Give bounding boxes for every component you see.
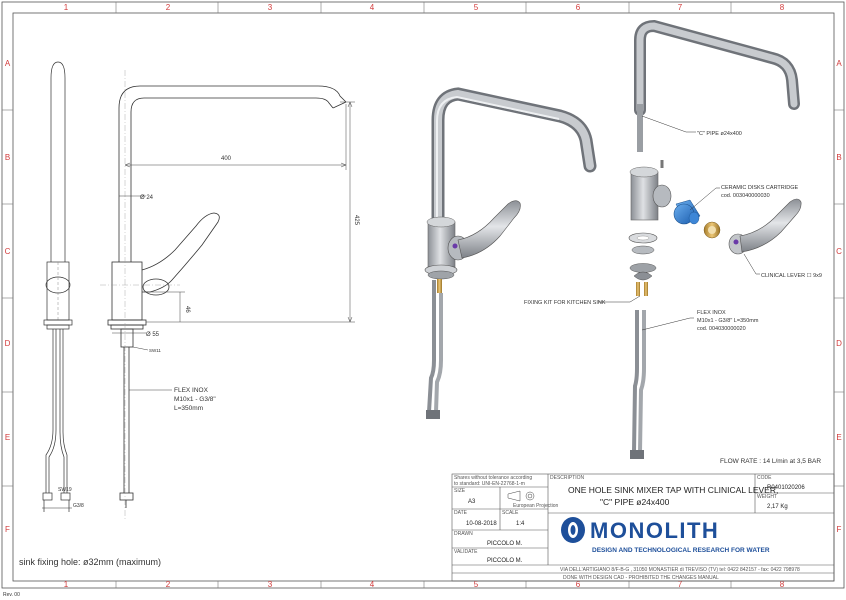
exploded-3d-view — [628, 19, 802, 459]
projection-symbol — [507, 490, 535, 502]
center-lines — [100, 70, 180, 520]
tb-description-2: "C" PIPE ø24x400 — [600, 497, 670, 507]
row-label-A: A — [5, 59, 11, 68]
tb-drawn-value: PICCOLO M. — [487, 541, 523, 547]
row-label-right-F: F — [837, 525, 842, 534]
row-label-right-E: E — [836, 433, 841, 442]
row-label-right-C: C — [836, 247, 842, 256]
col-label-8: 8 — [780, 3, 785, 12]
row-label-right-A: A — [836, 59, 842, 68]
row-label-E: E — [5, 433, 10, 442]
tb-validate-label: VALIDATE — [454, 549, 478, 555]
tb-weight-label: WEIGHT — [757, 494, 777, 500]
svg-text:L=350mm: L=350mm — [174, 405, 203, 412]
col-label-bottom-2: 2 — [166, 580, 171, 589]
col-label-6: 6 — [576, 3, 581, 12]
label-cartridge-code: cod. 003040000030 — [721, 193, 770, 199]
col-label-bottom-1: 1 — [64, 580, 69, 589]
title-block-text: Shares without tolerance according to st… — [454, 475, 805, 564]
tb-validate-value: PICCOLO M. — [487, 558, 523, 564]
tb-code-label: CODE — [757, 475, 772, 481]
label-c-pipe: "C" PIPE ø24x400 — [697, 131, 742, 137]
dim-sw11: SW11 — [149, 348, 161, 353]
row-label-B: B — [5, 153, 10, 162]
label-fixing-kit: FIXING KIT FOR KITCHEN SINK — [524, 300, 606, 306]
title-block — [451, 473, 835, 582]
col-label-2: 2 — [166, 3, 171, 12]
tb-weight-value: 2,17 Kg — [767, 504, 788, 510]
dim-lever-height: 46 — [184, 306, 190, 313]
tb-size-value: A3 — [468, 499, 476, 505]
col-label-bottom-8: 8 — [780, 580, 785, 589]
tb-description-label: DESCRIPTION — [550, 475, 585, 481]
tb-tolerance-1: Shares without tolerance according — [454, 475, 532, 481]
label-clinical-lever: CLINICAL LEVER ☐ 9x9 — [761, 272, 822, 279]
tb-address: VIA DELL'ARTIGIANO 8/F-B-G , 31050 MONAS… — [560, 567, 800, 573]
side-view — [42, 61, 73, 512]
tb-footer: DONE WITH DESIGN CAD - PROHIBITED THE CH… — [563, 575, 719, 581]
label-cartridge: CERAMIC DISKS CARTRIDGE — [721, 185, 799, 191]
monolith-logo: MONOLITH DESIGN AND TECHNOLOGICAL RESEAR… — [561, 517, 770, 554]
col-label-bottom-7: 7 — [678, 580, 683, 589]
brand-name: MONOLITH — [590, 518, 719, 543]
tb-projection: European Projection — [513, 503, 559, 509]
label-flex-inox-exploded: FLEX INOX — [697, 310, 726, 316]
row-label-D: D — [5, 339, 11, 348]
svg-text:M10x1 - G3/8": M10x1 - G3/8" — [174, 396, 216, 403]
tb-size-label: SIZE — [454, 488, 466, 494]
tb-drawn-label: DRAWN — [454, 531, 473, 537]
tb-description-1: ONE HOLE SINK MIXER TAP WITH CLINICAL LE… — [568, 485, 778, 495]
dim-height-425: 425 — [353, 215, 359, 226]
tb-date-value: 10-08-2018 — [466, 521, 497, 527]
col-label-bottom-6: 6 — [576, 580, 581, 589]
label-flex-inox-spec: M10x1 - G3/8" L=350mm — [697, 318, 759, 324]
front-view — [107, 85, 347, 508]
tb-date-label: DATE — [454, 510, 468, 516]
tb-scale-value: 1:4 — [516, 521, 525, 527]
label-flex-inox-code: cod. 004030000020 — [697, 326, 746, 332]
col-label-5: 5 — [474, 3, 479, 12]
col-label-bottom-3: 3 — [268, 580, 273, 589]
monolith-emblem — [561, 517, 585, 543]
dimension-lines — [112, 101, 355, 351]
col-label-7: 7 — [678, 3, 683, 12]
svg-text:FLEX INOX: FLEX INOX — [174, 387, 209, 394]
flow-rate-note: FLOW RATE : 14 L/min at 3,5 BAR — [720, 458, 821, 465]
row-label-right-B: B — [836, 153, 841, 162]
flex-inox-label: FLEX INOX M10x1 - G3/8" L=350mm — [129, 387, 216, 412]
tb-scale-label: SCALE — [502, 510, 519, 516]
dim-base-diameter: Ø 55 — [146, 332, 160, 338]
col-label-4: 4 — [370, 3, 375, 12]
col-label-1: 1 — [64, 3, 69, 12]
row-label-C: C — [5, 247, 11, 256]
assembled-3d-view — [424, 87, 597, 419]
callout-leaders — [598, 115, 760, 331]
row-label-right-D: D — [836, 339, 842, 348]
col-label-3: 3 — [268, 3, 273, 12]
dim-pipe-diameter: Ø 24 — [140, 195, 154, 201]
row-label-F: F — [5, 525, 10, 534]
dim-sw19: SW19 — [58, 487, 72, 493]
sink-hole-note: sink fixing hole: ø32mm (maximum) — [19, 557, 161, 567]
col-label-bottom-5: 5 — [474, 580, 479, 589]
tb-tolerance-2: to standard: UNI-EN-22768-1-m — [454, 481, 525, 487]
dim-g38: G3/8 — [73, 503, 84, 509]
dim-width-400: 400 — [221, 156, 232, 162]
col-label-bottom-4: 4 — [370, 580, 375, 589]
revision-label: Rev. 00 — [3, 592, 20, 598]
brand-tagline: DESIGN AND TECHNOLOGICAL RESEARCH FOR WA… — [592, 547, 770, 554]
tb-code-value: R0401020206 — [767, 485, 805, 491]
